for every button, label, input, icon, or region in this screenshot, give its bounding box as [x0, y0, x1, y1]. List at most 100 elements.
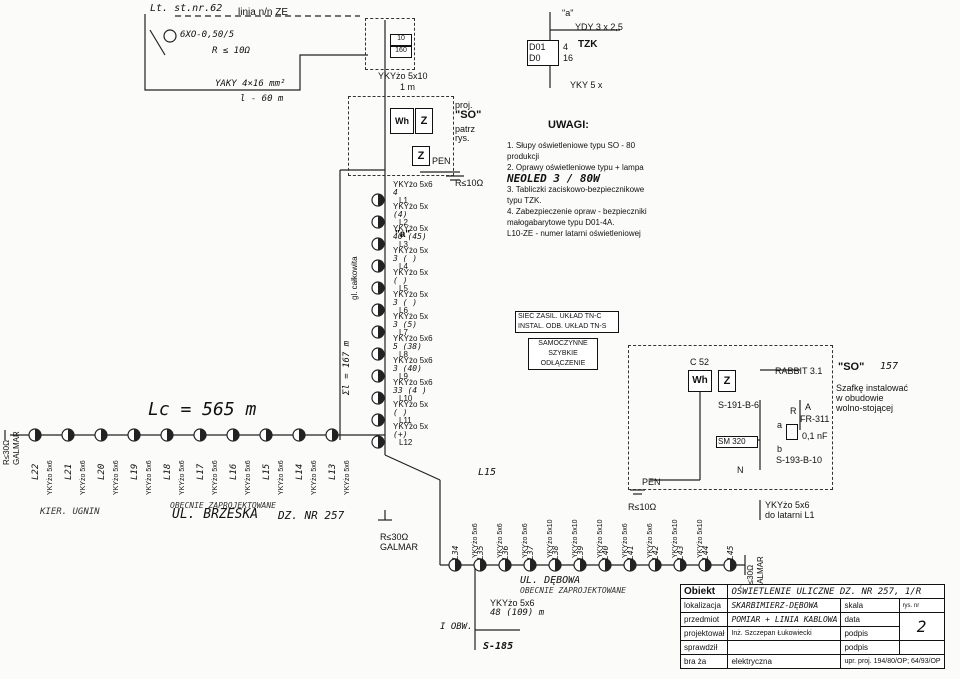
- fuse-enclosure: [365, 18, 415, 70]
- rys-nr: 2: [898, 612, 945, 641]
- auto-disconnect-box: SAMOCZYNNE SZYBKIE ODŁĄCZENIE: [528, 338, 598, 370]
- feeder-cable: YKYżo 5x: [393, 312, 429, 321]
- feeder-lamp: L9: [399, 372, 408, 381]
- lamp-icon-half: [299, 429, 305, 441]
- tb-key-2: projektował: [679, 626, 729, 641]
- right-cable-label: YKYżo 5x6: [522, 523, 529, 558]
- right-cable-label: YKYżo 5x10: [597, 519, 604, 558]
- so-wh: Wh: [688, 370, 712, 392]
- feeder-cable: YKYżo 5x6: [393, 356, 433, 365]
- lamp-icon-half: [200, 429, 206, 441]
- a2-label: a: [777, 420, 783, 430]
- rys-label: rys. nr: [898, 598, 945, 613]
- left-lamp-label: L14: [295, 463, 305, 480]
- lamp-icon-half: [378, 436, 384, 448]
- so-out-to: do latarni L1: [765, 510, 815, 520]
- so-desc-3: wolno-stojącej: [836, 403, 894, 413]
- tb-key-0: lokalizacja: [679, 598, 729, 613]
- feeder-lamp: L1: [399, 196, 408, 205]
- capacitor-box: [786, 424, 798, 440]
- left-lamp-label: L17: [196, 463, 206, 480]
- uwagi-title: UWAGI:: [548, 119, 589, 131]
- feeder-lamp: L4: [399, 262, 408, 271]
- lamp-icon-half: [630, 559, 636, 571]
- so-detail-enclosure: [628, 345, 833, 490]
- tb-val-0: SKARBIMIERZ-DĘBOWA: [727, 598, 842, 613]
- feeder-len: (4): [393, 210, 408, 219]
- feeder-len: ( ): [393, 408, 408, 417]
- a-label: A: [805, 402, 812, 412]
- lamp-icon-half: [580, 559, 586, 571]
- feeder-len: ( ): [393, 276, 408, 285]
- cap-label: 0,1 nF: [802, 431, 828, 441]
- samo-1: SAMOCZYNNE: [538, 340, 588, 347]
- lamp-icon-half: [101, 429, 107, 441]
- so-length: 1 m: [400, 82, 416, 92]
- meter-wh: Wh: [390, 108, 414, 134]
- right-cable-label: YKYżo 5x10: [547, 519, 554, 558]
- obiekt-value: OŚWIETLENIE ULICZNE DZ. NR 257, 1/R: [727, 584, 945, 599]
- tb-key2-0: skala: [840, 598, 900, 613]
- title-block: Obiekt OŚWIETLENIE ULICZNE DZ. NR 257, 1…: [679, 584, 945, 669]
- tb-key2-2: podpis: [840, 626, 900, 641]
- uwagi-item-2: 2. Oprawy oświetleniowe typu + lampa: [507, 163, 644, 172]
- fr-label: FR-311: [800, 414, 830, 424]
- lamp-icon-half: [730, 559, 736, 571]
- lamp-icon-half: [530, 559, 536, 571]
- tzk-d0: D0: [529, 53, 541, 63]
- feeder-lamp: L5: [399, 284, 408, 293]
- left-cable-label: YKYżo 5x6: [344, 460, 351, 495]
- sub-len: 48 (109) m: [490, 608, 545, 618]
- left-lamp-label: L13: [328, 463, 338, 480]
- uwagi-item-6: L10-ZE - numer latarni oświetleniowej: [507, 229, 641, 238]
- lamp-icon-half: [378, 414, 384, 426]
- tb-key-3: sprawdził: [679, 640, 729, 655]
- so-out-cable: YKYżo 5x6: [765, 500, 810, 510]
- lamp-icon-half: [378, 194, 384, 206]
- feeder-lamp: L12: [399, 438, 413, 447]
- feeder-cable: YKYżo 5x6: [393, 378, 433, 387]
- lamp-icon-half: [332, 429, 338, 441]
- samo-3: ODŁĄCZENIE: [540, 360, 586, 367]
- lamp-icon-half: [68, 429, 74, 441]
- street-debowa: UL. DĘBOWA: [520, 575, 581, 586]
- feeder-cable: YKYżo 5x6: [393, 334, 433, 343]
- resistance-label: R ≤ 10Ω: [212, 46, 250, 56]
- b-label: b: [777, 444, 783, 454]
- note-proj: proj.: [455, 100, 473, 110]
- tb-val-3: [727, 640, 842, 655]
- bus-ground: R≤30Ω: [380, 532, 409, 542]
- feeder-lamp: L6: [399, 306, 408, 315]
- feeder-a-mark: "a": [395, 229, 411, 240]
- lamp-icon-half: [378, 370, 384, 382]
- tzk-a: "a": [562, 8, 574, 18]
- lamp-icon-half: [167, 429, 173, 441]
- feeder-cable: YKYżo 5x6: [393, 180, 433, 189]
- right-cable-label: YKYżo 5x10: [672, 519, 679, 558]
- feeder-len: 3 ( ): [393, 254, 418, 263]
- feeder-len: 33 (4 ): [393, 386, 427, 395]
- lamp-icon-half: [378, 260, 384, 272]
- vertical-lamps: [371, 193, 385, 449]
- uwagi-list: 1. Słupy oświetleniowe typu SO - 80 prod…: [507, 140, 657, 239]
- uwagi-item-3: NEOLED 3 / 80W: [507, 172, 600, 185]
- lamp-icon-half: [655, 559, 661, 571]
- lamp-icon-half: [378, 216, 384, 228]
- lamp-icon-half: [605, 559, 611, 571]
- right-cable-label: YKYżo 5x6: [472, 523, 479, 558]
- line-label: linia n/n ZE: [238, 7, 289, 18]
- so-detail-title: "SO": [838, 361, 865, 373]
- note-rys: rys.: [455, 133, 470, 143]
- street-dir: KIER. UGNIN: [40, 507, 100, 517]
- lamp-icon-half: [680, 559, 686, 571]
- tzk-cable-in: YDY 3 x 2,5: [575, 22, 623, 32]
- length-label: l - 60 m: [240, 94, 284, 104]
- left-cable-label: YKYżo 5x6: [311, 460, 318, 495]
- feeder-cable: YKYżo 5x: [393, 268, 429, 277]
- lamp-icon-half: [35, 429, 41, 441]
- obiekt-label: Obiekt: [679, 584, 729, 599]
- s191-label: S-191-B-6: [718, 400, 760, 410]
- tb-val-1: POMIAR + LINIA KABLOWA: [727, 612, 842, 627]
- so-c52: C 52: [690, 357, 710, 367]
- so-cable: YKYżo 5x10: [378, 71, 428, 81]
